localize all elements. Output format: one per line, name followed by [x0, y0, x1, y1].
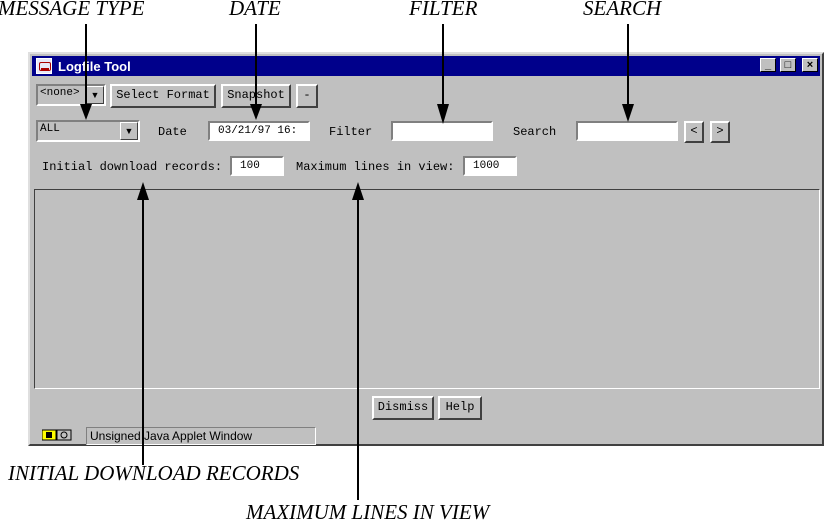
filter-field[interactable]	[391, 121, 493, 141]
minimize-button[interactable]: _	[760, 58, 776, 72]
annotation-filter: FILTER	[409, 0, 478, 20]
search-field[interactable]	[576, 121, 678, 141]
select-format-button[interactable]: Select Format	[110, 84, 216, 108]
search-prev-button[interactable]: <	[684, 121, 704, 143]
java-cup-icon	[36, 58, 52, 74]
window-title: Logfile Tool	[58, 59, 131, 74]
maximize-button[interactable]: □	[780, 58, 796, 72]
annotation-date: DATE	[229, 0, 281, 20]
chevron-down-icon[interactable]: ▼	[120, 122, 138, 140]
max-lines-field[interactable]: 1000	[463, 156, 517, 176]
max-lines-label: Maximum lines in view:	[296, 160, 455, 174]
search-label: Search	[513, 125, 557, 139]
date-field[interactable]: 03/21/97 16:	[208, 121, 310, 141]
message-type-select[interactable]: ALL ▼	[36, 120, 140, 142]
minus-button[interactable]: -	[296, 84, 318, 108]
format-select-value: <none>	[40, 87, 80, 99]
format-select[interactable]: <none> ▼	[36, 84, 106, 106]
annotation-initial-download-records: INITIAL DOWNLOAD RECORDS	[8, 461, 300, 485]
initial-download-field[interactable]: 100	[230, 156, 284, 176]
date-label: Date	[158, 125, 187, 139]
dismiss-button[interactable]: Dismiss	[372, 396, 434, 420]
annotation-message-type: MESSAGE TYPE	[0, 0, 145, 20]
message-type-value: ALL	[40, 123, 60, 135]
chevron-down-icon[interactable]: ▼	[86, 86, 104, 104]
title-bar[interactable]: Logfile Tool _ □ ×	[32, 56, 820, 76]
annotation-maximum-lines-in-view: MAXIMUM LINES IN VIEW	[246, 500, 490, 524]
annotation-search: SEARCH	[583, 0, 662, 20]
filter-label: Filter	[329, 125, 373, 139]
status-text: Unsigned Java Applet Window	[86, 427, 316, 445]
initial-download-label: Initial download records:	[42, 160, 223, 174]
log-view-area[interactable]	[34, 189, 820, 389]
search-next-button[interactable]: >	[710, 121, 730, 143]
close-button[interactable]: ×	[802, 58, 818, 72]
help-button[interactable]: Help	[438, 396, 482, 420]
logfile-tool-window: Logfile Tool _ □ × <none> ▼ Select Forma…	[28, 52, 824, 446]
java-applet-icon	[42, 429, 72, 441]
